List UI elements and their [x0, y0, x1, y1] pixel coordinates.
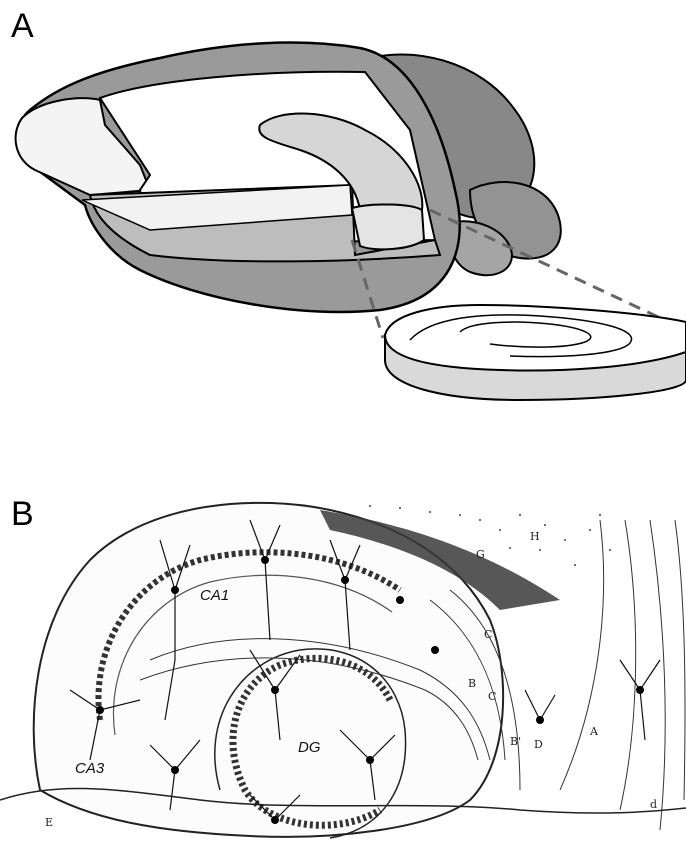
engraving-letter-d-lower: d	[650, 798, 657, 811]
engraving-letter-c-upper: C	[484, 628, 492, 641]
fimbria-fibres-4	[675, 520, 685, 800]
engraving-letter-a: A	[589, 725, 599, 738]
engraving-letter-g: G	[476, 548, 485, 561]
ca1-label: CA1	[200, 587, 229, 604]
engraving-letter-e: E	[45, 816, 53, 829]
ca3-label: CA3	[75, 760, 105, 777]
engraving-letter-c: C	[488, 690, 496, 703]
engraving-letter-h: H	[530, 530, 540, 543]
fimbria-fibres-3	[650, 520, 665, 830]
dg-label: DG	[298, 739, 321, 756]
engraving-letter-b-prime: B'	[510, 735, 521, 748]
fimbria-fibres-2	[620, 520, 636, 810]
engraving-letter-b: B	[468, 677, 476, 690]
fimbria-fibres-1	[560, 520, 604, 790]
engraving-letter-d: D	[534, 738, 543, 751]
